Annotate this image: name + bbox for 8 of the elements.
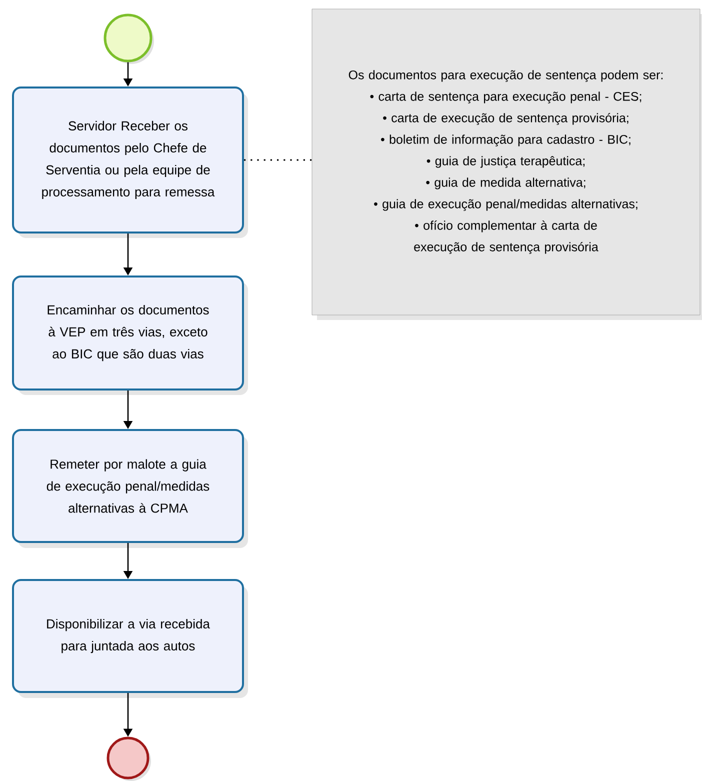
task-box: Remeter por malote a guia de execução penal/medidas alternativas à CPMA xyxy=(12,429,244,543)
end-event-circle xyxy=(106,736,150,780)
task-box: Disponibilizar a via recebida para juntada aos autos xyxy=(12,579,244,693)
start-event-circle xyxy=(104,14,152,62)
association-line xyxy=(244,159,312,161)
annotation-box: Os documentos para execução de sentença podem ser: • carta de sentença para execução penal - CES; • carta de execução de sentença provisória; • boletim de informação para cadastro - BIC; • guia de justiça terapêutica; • guia de medida alternativa; • guia de execução penal/medidas alternativas; • ofício complementar à carta de execução de sentença provisória xyxy=(312,8,700,316)
task-box: Encaminhar os documentos à VEP em três vias, exceto ao BIC que são duas vias xyxy=(12,276,244,390)
task-box: Servidor Receber os documentos pelo Chefe de Serventia ou pela equipe de processamento para remessa xyxy=(12,86,244,234)
